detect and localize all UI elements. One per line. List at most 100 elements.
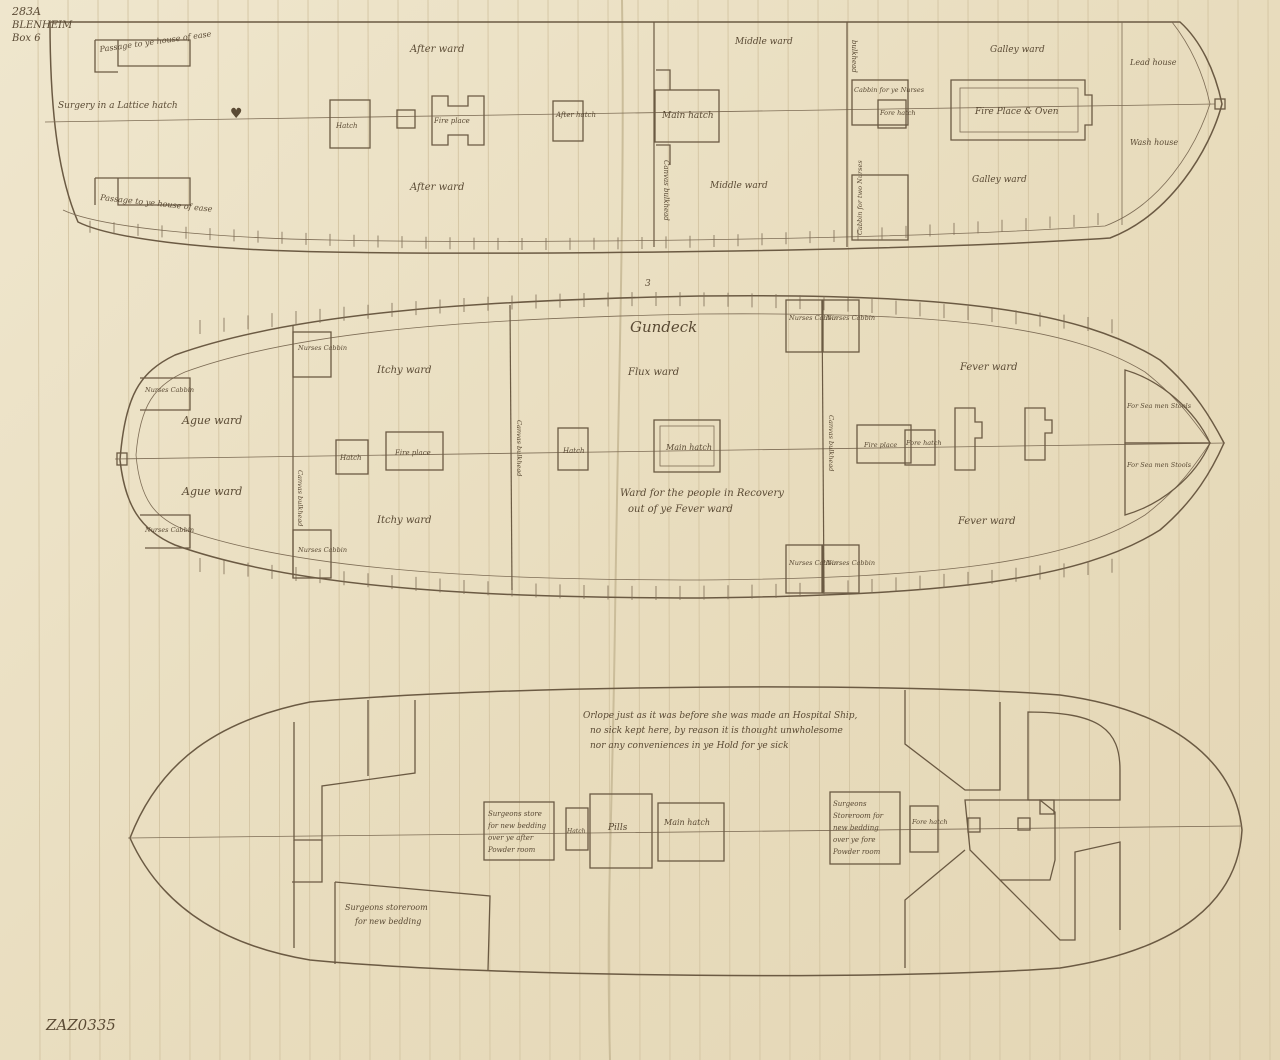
galley-ward-top-label: Galley ward xyxy=(990,45,1045,55)
orlop-hull xyxy=(129,686,1243,977)
orlop-pills-label: Pills xyxy=(607,823,628,833)
paper-ruling xyxy=(457,0,461,1060)
after-hatch-2-box xyxy=(552,100,584,142)
flux-ward-label: Flux ward xyxy=(627,367,679,378)
passage-top-label: Passage to ye house of ease xyxy=(98,29,212,54)
ague-ward-bottom-label: Ague ward xyxy=(181,485,242,498)
surgery-passage-bottom xyxy=(94,177,191,206)
paper-ruling xyxy=(217,0,221,1060)
surgeons-store-fore-line-5: Powder room xyxy=(832,848,881,856)
middle-ward-top-label: Middle ward xyxy=(734,37,793,47)
nurses-cabbin-label-3: Nurses Cabbin xyxy=(788,314,838,322)
orlop-note-line-2: no sick kept here, by reason it is thoug… xyxy=(590,726,843,736)
gun-deck-labels: 3 Gundeck Nurses Cabbin Nurses Cabbin Nu… xyxy=(144,279,1192,567)
paper-ruling xyxy=(337,0,341,1060)
orlop-centerline xyxy=(127,825,1243,839)
ague-cabbin-top xyxy=(140,377,191,411)
orlop-fore-top-partition xyxy=(904,690,1001,791)
paper-ruling xyxy=(187,0,191,1060)
compass-mark: ♥ xyxy=(230,106,243,122)
gun-deck-plan xyxy=(114,292,1226,600)
paper-ruling xyxy=(367,0,371,1060)
recovery-ward-line-1: Ward for the people in Recovery xyxy=(620,488,784,499)
paper-ruling xyxy=(727,0,731,1060)
two-nurses-label: Cabbin for two Nurses xyxy=(856,160,864,235)
fever-ward-bottom-label: Fever ward xyxy=(957,516,1016,527)
orlop-fore-bottom-partition xyxy=(904,849,966,968)
nurses-cabbin-box-6 xyxy=(822,544,860,594)
orlop-hatch-box xyxy=(565,807,589,851)
orlop-post-1 xyxy=(1039,799,1055,815)
orlop-note-line-3: nor any conveniences in ye Hold for ye s… xyxy=(590,741,789,751)
surgeons-store-fore-line-2: Storeroom for xyxy=(833,812,884,820)
recovery-ward-line-2: out of ye Fever ward xyxy=(628,504,733,515)
nurses-cabbin-box-3 xyxy=(785,299,823,353)
orlop-aft-partition-bottom xyxy=(292,840,491,971)
galley-oven-inner xyxy=(959,87,1079,133)
ague-cabbin-bottom xyxy=(140,514,191,549)
paper-ruling xyxy=(67,0,71,1060)
gun-deck-number: 3 xyxy=(645,279,651,289)
gun-bitts-1 xyxy=(954,407,983,471)
nurses-cabbin-label-2: Nurses Cabbin xyxy=(297,546,347,554)
paper-ruling xyxy=(1087,0,1091,1060)
gun-deck-planking xyxy=(199,292,1113,600)
surgeons-store-fore-line-4: over ye fore xyxy=(833,836,876,844)
paper-ruling xyxy=(397,0,401,1060)
after-ward-top-label: After ward xyxy=(409,44,464,55)
nurses-cabbin-label-6: Nurses Cabbin xyxy=(825,559,875,567)
gun-main-hatch-label: Main hatch xyxy=(665,443,712,452)
paper-rulings xyxy=(37,0,1271,1060)
orlop-fore-bottom-room xyxy=(999,841,1121,941)
paper-ruling xyxy=(487,0,491,1060)
paper-ruling xyxy=(547,0,551,1060)
upper-main-hatch-label: Main hatch xyxy=(661,111,714,121)
gun-fore-fireplace-box xyxy=(856,424,912,464)
galley-oven-box xyxy=(950,79,1093,141)
paper-ruling xyxy=(1027,0,1031,1060)
gun-bitts-2 xyxy=(1024,407,1053,461)
nurses-cabbin-upper xyxy=(851,79,909,126)
orlop-note-line-1: Orlope just as it was before she was mad… xyxy=(583,711,858,721)
gun-main-hatch-inner xyxy=(659,425,715,467)
fire-place-oven-label: Fire Place & Oven xyxy=(974,107,1059,117)
surgeons-store-aft-line-3: over ye after xyxy=(488,834,534,842)
nurses-cabbin-label-5: Nurses Cabbin xyxy=(788,559,838,567)
upper-fireplace xyxy=(431,95,485,146)
cabbin-nurses-label: Cabbin for ye Nurses xyxy=(854,86,925,94)
lead-house-label: Lead house xyxy=(1129,58,1177,67)
gun-centerline xyxy=(114,442,1226,460)
paper-ruling xyxy=(1177,0,1181,1060)
nurses-cabbin-box-2 xyxy=(292,529,332,579)
gun-stern-post xyxy=(116,452,128,466)
after-ward-bottom-label: After ward xyxy=(409,182,464,193)
gun-fore-fireplace-label: Fire place xyxy=(863,441,897,449)
paper-ruling xyxy=(697,0,701,1060)
paper-ruling xyxy=(757,0,761,1060)
surgeons-store-aft-line-4: Powder room xyxy=(487,846,536,854)
nurses-cabbin-label-7: Nurses Cabbin xyxy=(144,386,194,394)
sheet-labels: 283A BLENHEIM Box 6 ZAZ0335 xyxy=(11,5,116,1034)
paper-ruling xyxy=(817,0,821,1060)
passage-bottom-label: Passage to ye house of ease xyxy=(99,193,213,214)
gun-bulkhead-2 xyxy=(509,304,513,591)
nurses-cabbin-box-5 xyxy=(785,544,823,594)
paper-ruling xyxy=(157,0,161,1060)
paper-fold xyxy=(607,0,624,1060)
orlop-fore-top-room xyxy=(1027,711,1121,801)
paper-ruling xyxy=(277,0,281,1060)
paper-ruling xyxy=(247,0,251,1060)
orlop-main-hatch-box xyxy=(657,802,725,862)
paper-ruling xyxy=(1267,0,1271,1060)
orlop-aft-partition-top xyxy=(293,700,416,841)
paper-ruling xyxy=(937,0,941,1060)
paper-ruling xyxy=(667,0,671,1060)
paper-ruling xyxy=(427,0,431,1060)
upper-hatch-label: Hatch xyxy=(335,122,358,130)
orlop-fore-hatch-box xyxy=(909,805,939,853)
nurses-cabbin-label-8: Nurses Cabbin xyxy=(144,526,194,534)
upper-bulkhead-label: bulkhead xyxy=(850,40,858,73)
surgeons-store-aft-line-1: Surgeons store xyxy=(488,810,542,818)
orlop-main-hatch-label: Main hatch xyxy=(663,818,710,827)
